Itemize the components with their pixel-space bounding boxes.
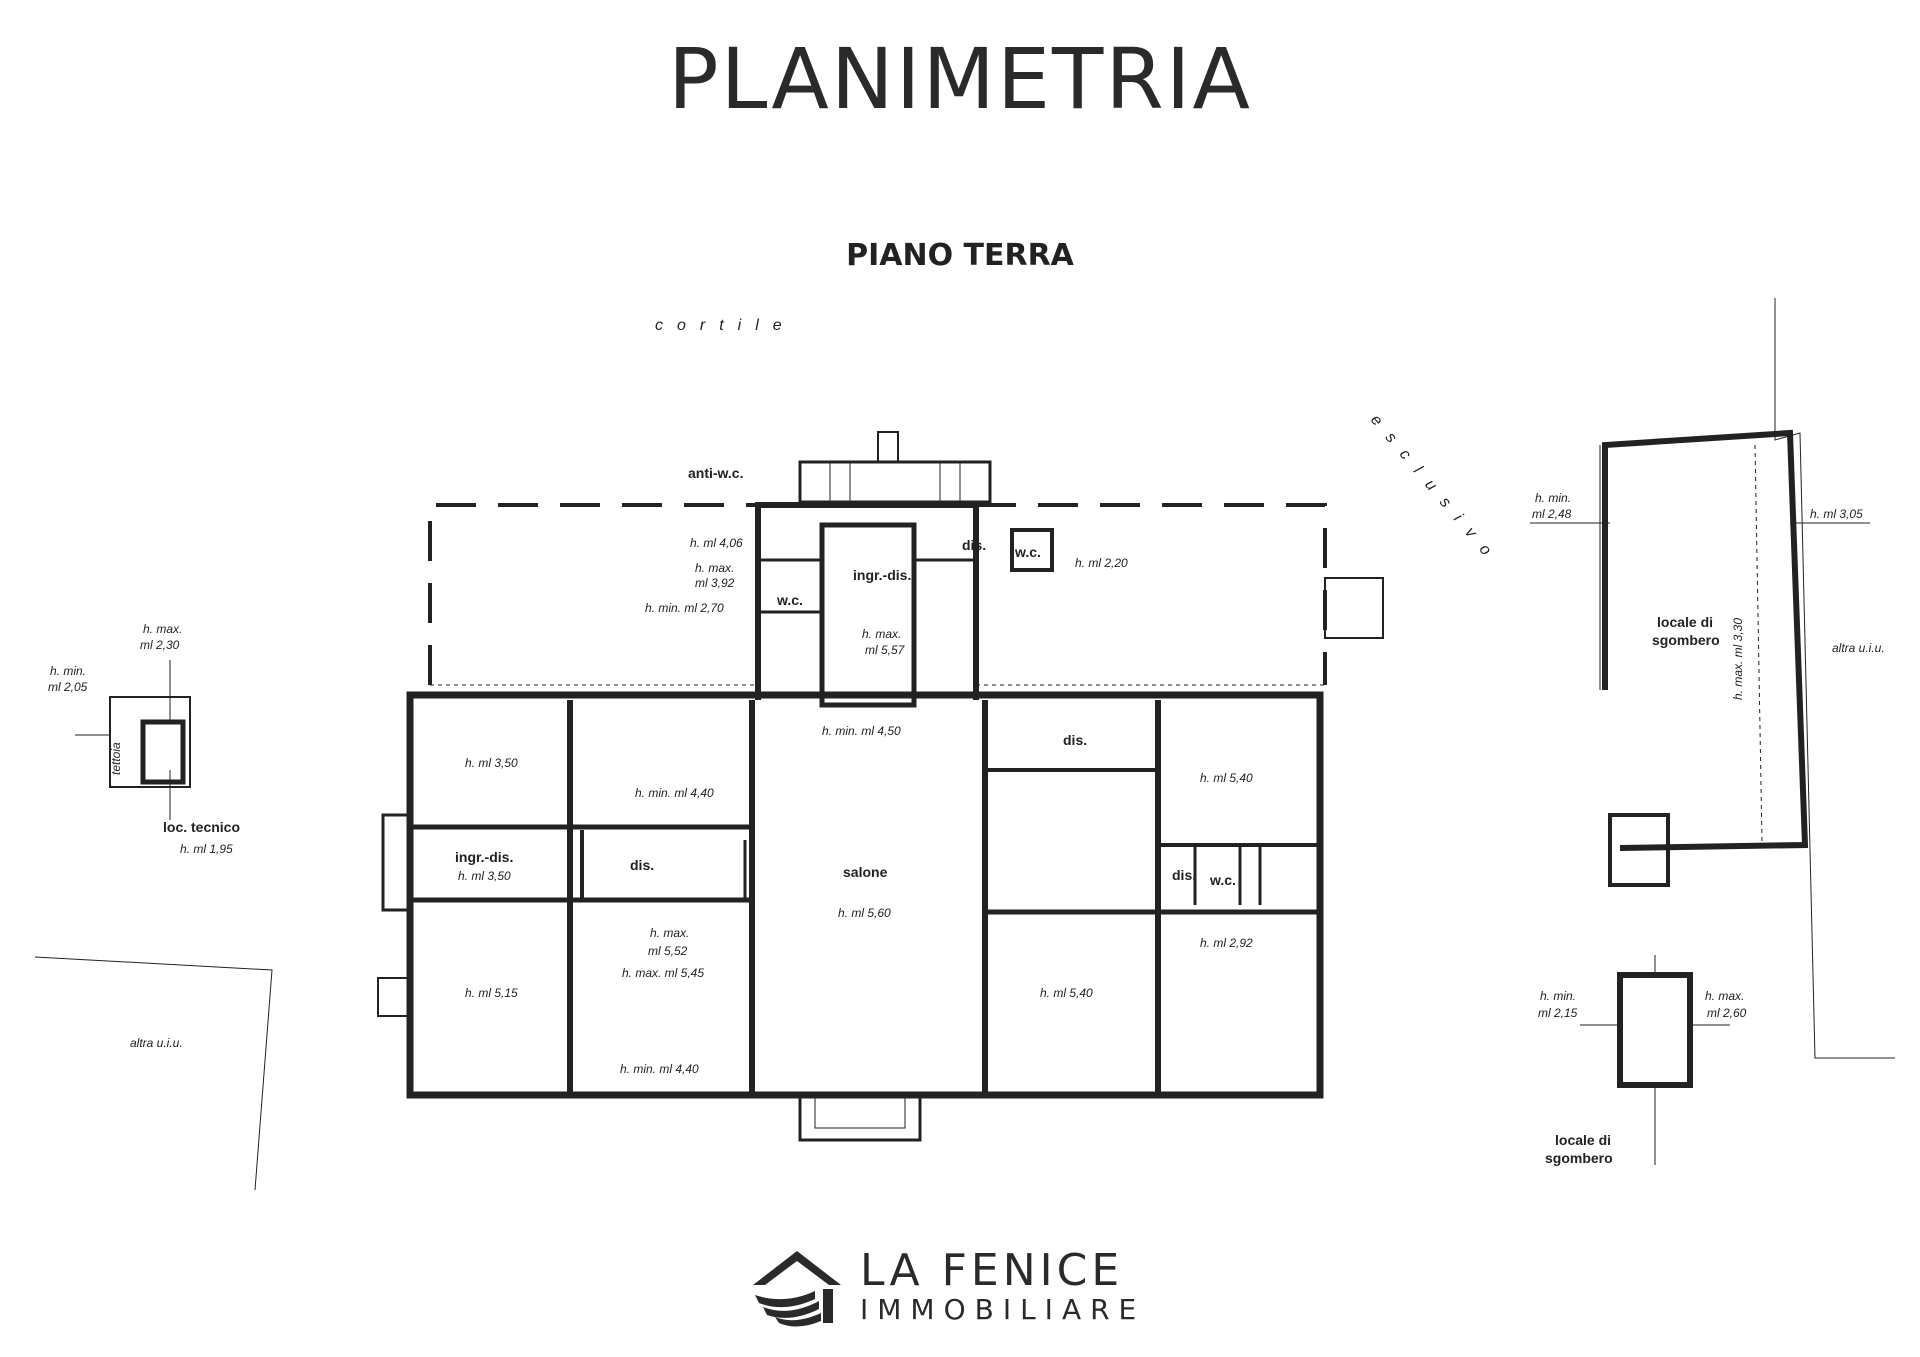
label-wc-left: w.c. [776, 592, 803, 608]
label-h-min-205-a: h. min. [50, 664, 86, 678]
label-locale-sgombero-2a: locale di [1555, 1132, 1611, 1148]
brand-subtitle: IMMOBILIARE [860, 1293, 1146, 1326]
label-h-292: h. ml 2,92 [1200, 936, 1253, 950]
label-h-max-552-a: h. max. [650, 926, 689, 940]
label-h-max-545: h. max. ml 5,45 [622, 966, 704, 980]
label-h-max-330: h. max. ml 3,30 [1731, 618, 1745, 700]
label-h-max-557-b: ml 5,57 [865, 643, 906, 657]
floor-title: PIANO TERRA [846, 238, 1074, 273]
label-h-350-top: h. ml 3,50 [465, 756, 518, 770]
label-salone: salone [843, 864, 888, 880]
label-h-max-260-b: ml 2,60 [1707, 1006, 1747, 1020]
label-altra-uiu-right: altra u.i.u. [1832, 641, 1885, 655]
brand-name: LA FENICE [860, 1245, 1124, 1296]
label-h-min-248-a: h. min. [1535, 491, 1571, 505]
label-locale-sgombero-2b: sgombero [1545, 1150, 1613, 1166]
label-h-max-230-a: h. max. [143, 622, 182, 636]
label-h-min-440-bottom: h. min. ml 4,40 [620, 1062, 699, 1076]
label-dis-top: dis. [962, 537, 986, 553]
label-altra-uiu-left: altra u.i.u. [130, 1036, 183, 1050]
label-h-350-left: h. ml 3,50 [458, 869, 511, 883]
label-loc-tecnico: loc. tecnico [163, 819, 240, 835]
label-locale-sgombero-1b: sgombero [1652, 632, 1720, 648]
label-h-min-450: h. min. ml 4,50 [822, 724, 901, 738]
label-h-max-392-a: h. max. [695, 561, 734, 575]
label-h-515: h. ml 5,15 [465, 986, 518, 1000]
label-dis-mid: dis. [630, 857, 654, 873]
label-dis-right: dis. [1063, 732, 1087, 748]
label-h-406: h. ml 4,06 [690, 536, 743, 550]
label-wc-right: w.c. [1014, 544, 1041, 560]
page-title: PLANIMETRIA [668, 30, 1252, 128]
label-esclusivo: esclusivo [1367, 412, 1503, 570]
label-wc-small: w.c. [1209, 872, 1236, 888]
label-h-560: h. ml 5,60 [838, 906, 891, 920]
label-h-min-215-b: ml 2,15 [1538, 1006, 1578, 1020]
label-anti-wc: anti-w.c. [688, 465, 744, 481]
label-h-min-270: h. min. ml 2,70 [645, 601, 724, 615]
label-h-540-top: h. ml 5,40 [1200, 771, 1253, 785]
label-h-min-440-top: h. min. ml 4,40 [635, 786, 714, 800]
label-h-min-205-b: ml 2,05 [48, 680, 88, 694]
phoenix-house-icon [753, 1251, 841, 1327]
plan-walls [34, 298, 1895, 1191]
label-cortile: cortile [655, 317, 796, 334]
label-h-220: h. ml 2,20 [1075, 556, 1128, 570]
label-dis-small: dis. [1172, 867, 1196, 883]
label-ingr-dis-top: ingr.-dis. [853, 567, 911, 583]
label-h-min-215-a: h. min. [1540, 989, 1576, 1003]
brand-logo: LA FENICE IMMOBILIARE [745, 1245, 1185, 1327]
label-h-540-bottom: h. ml 5,40 [1040, 986, 1093, 1000]
label-h-max-552-b: ml 5,52 [648, 944, 688, 958]
label-h-max-392-b: ml 3,92 [695, 576, 735, 590]
label-tettoia: tettoia [109, 742, 123, 775]
label-ingr-dis-left: ingr.-dis. [455, 849, 513, 865]
label-h-max-557-a: h. max. [862, 627, 901, 641]
label-h-195: h. ml 1,95 [180, 842, 233, 856]
label-h-max-230-b: ml 2,30 [140, 638, 180, 652]
label-h-305: h. ml 3,05 [1810, 507, 1863, 521]
label-h-min-248-b: ml 2,48 [1532, 507, 1572, 521]
label-locale-sgombero-1a: locale di [1657, 614, 1713, 630]
label-h-max-260-a: h. max. [1705, 989, 1744, 1003]
